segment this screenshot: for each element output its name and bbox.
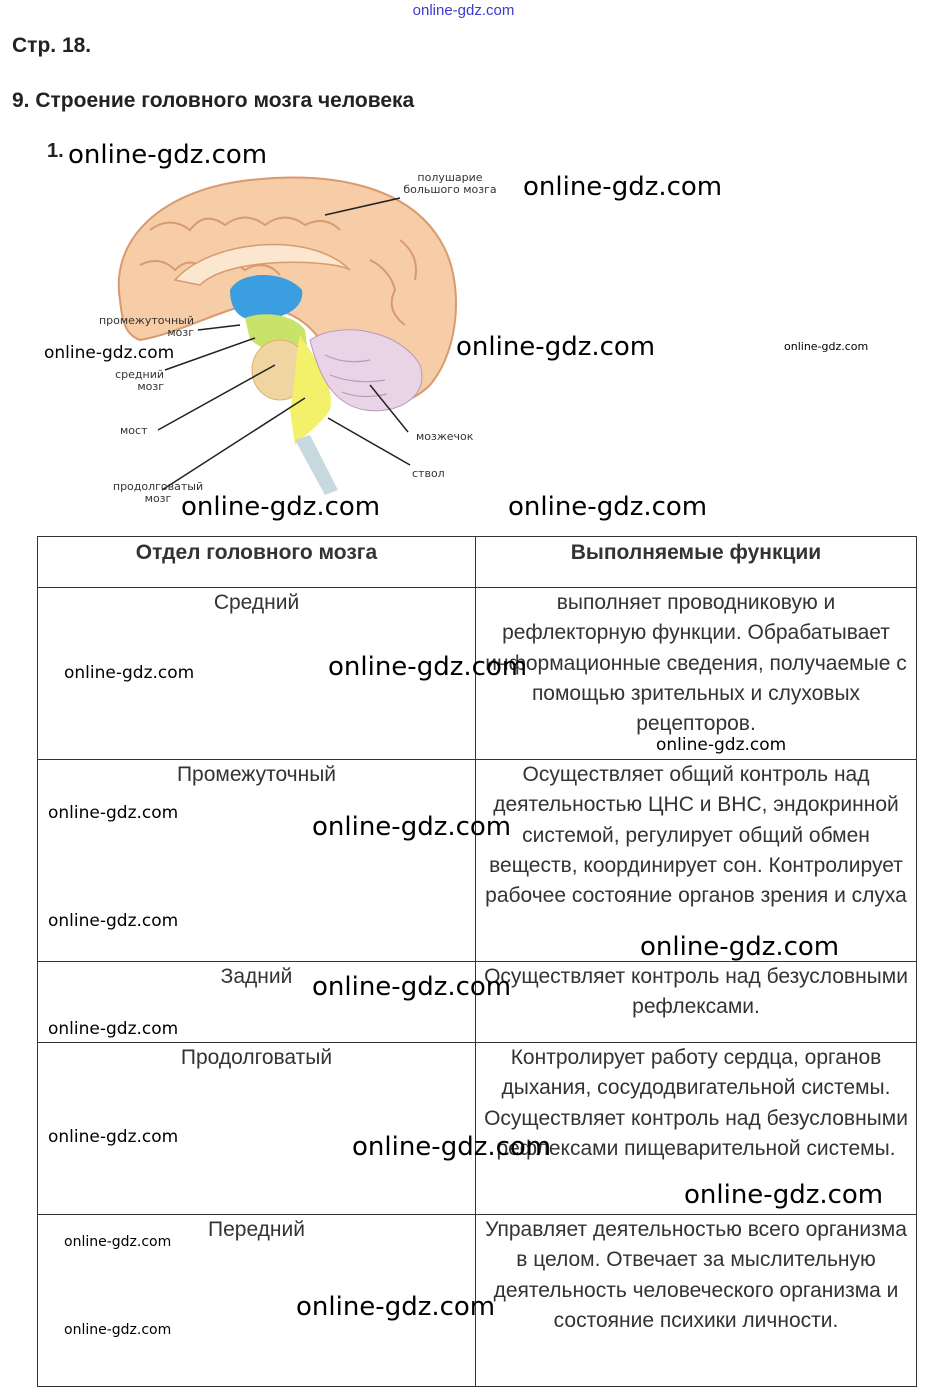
- function-cell: Осуществляет общий контроль над деятельн…: [475, 759, 917, 962]
- watermark: online-gdz.com: [456, 332, 656, 362]
- watermark: online-gdz.com: [352, 1132, 552, 1162]
- top-watermark: online-gdz.com: [412, 2, 515, 19]
- watermark: online-gdz.com: [784, 340, 869, 353]
- part-cell: Средний: [37, 587, 476, 760]
- function-cell: Управляет деятельностью всего организма …: [475, 1214, 917, 1387]
- part-cell: Продолговатый: [37, 1042, 476, 1215]
- pons-label: мост: [120, 424, 148, 437]
- part-cell: Промежуточный: [37, 759, 476, 962]
- watermark: online-gdz.com: [296, 1292, 496, 1322]
- watermark: online-gdz.com: [48, 803, 179, 823]
- table-header-row: Отдел головного мозга Выполняемые функци…: [37, 536, 917, 588]
- watermark: online-gdz.com: [48, 1019, 179, 1039]
- cerebellum-label: мозжечок: [416, 430, 474, 443]
- watermark: online-gdz.com: [312, 812, 512, 842]
- watermark: online-gdz.com: [48, 911, 179, 931]
- watermark: online-gdz.com: [508, 492, 708, 522]
- brain-diagram: [117, 176, 457, 495]
- watermark: online-gdz.com: [181, 492, 381, 522]
- table-row: Промежуточный Осуществляет общий контрол…: [37, 759, 917, 962]
- section-title: 9. Строение головного мозга человека: [12, 89, 415, 112]
- table-row: Задний Осуществляет контроль над безусло…: [37, 961, 917, 1043]
- cerebellum-region: [309, 329, 423, 412]
- watermark: online-gdz.com: [48, 1127, 179, 1147]
- watermark: online-gdz.com: [328, 652, 528, 682]
- watermark: online-gdz.com: [44, 343, 175, 363]
- brain-functions-table: Отдел головного мозга Выполняемые функци…: [37, 536, 917, 1387]
- table-row: Средний выполняет проводниковую и рефлек…: [37, 587, 917, 760]
- watermark: online-gdz.com: [640, 932, 840, 962]
- watermark: online-gdz.com: [523, 172, 723, 202]
- stem-region: [295, 435, 338, 495]
- header-function: Выполняемые функции: [475, 536, 917, 588]
- part-cell: Задний: [37, 961, 476, 1043]
- table-row: Передний Управляет деятельностью всего о…: [37, 1214, 917, 1387]
- watermark: online-gdz.com: [312, 972, 512, 1002]
- function-cell: Осуществляет контроль над безусловными р…: [475, 961, 917, 1043]
- diencephalon-region: [230, 275, 303, 320]
- watermark: online-gdz.com: [684, 1180, 884, 1210]
- medulla-region: [290, 335, 331, 445]
- watermark: online-gdz.com: [64, 1322, 172, 1338]
- figure-number: 1.: [47, 140, 64, 162]
- stem-label: ствол: [412, 467, 445, 480]
- part-cell: Передний: [37, 1214, 476, 1387]
- watermark: online-gdz.com: [64, 663, 195, 683]
- watermark: online-gdz.com: [656, 735, 787, 755]
- table-row: Продолговатый Контролирует работу сердца…: [37, 1042, 917, 1215]
- function-cell: выполняет проводниковую и рефлекторную ф…: [475, 587, 917, 760]
- page-number: Стр. 18.: [12, 34, 92, 57]
- watermark: online-gdz.com: [68, 140, 268, 170]
- watermark: online-gdz.com: [64, 1234, 172, 1250]
- function-cell: Контролирует работу сердца, органов дыха…: [475, 1042, 917, 1215]
- header-part: Отдел головного мозга: [37, 536, 476, 588]
